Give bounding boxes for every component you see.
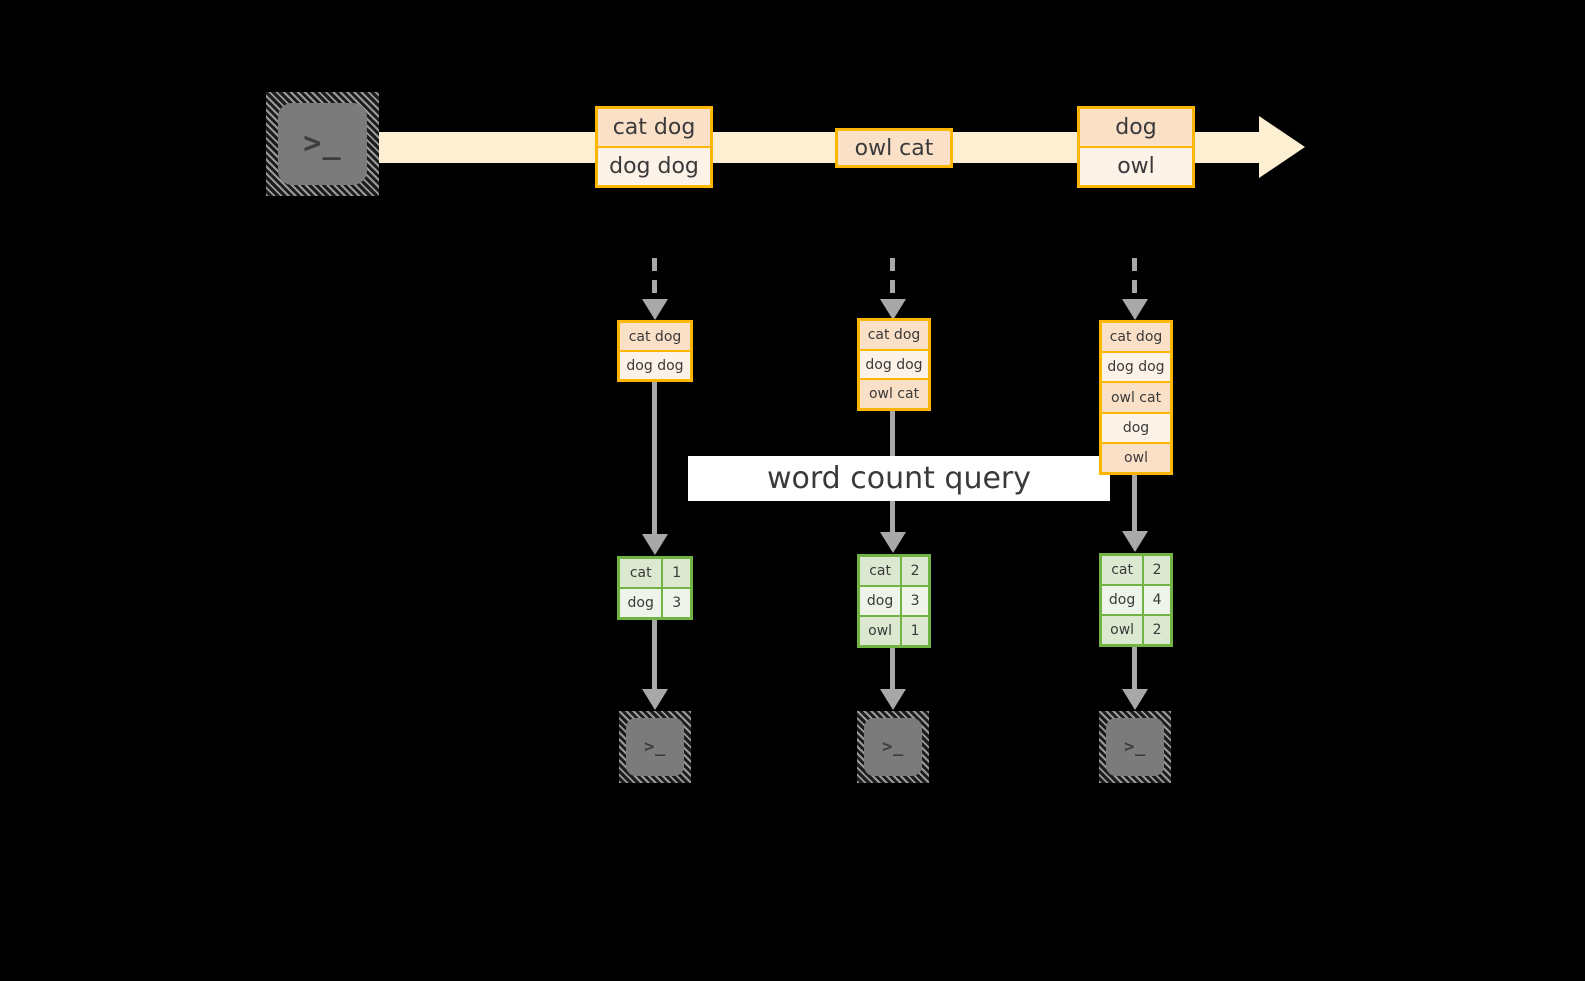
batch-1-query-arrowhead bbox=[642, 534, 668, 555]
terminal-prompt-glyph: >_ bbox=[1124, 736, 1146, 757]
batch-input-row: dog dog bbox=[1102, 353, 1170, 384]
stream-event-line: owl bbox=[1080, 148, 1192, 185]
batch-3-sink-arrowhead bbox=[1122, 689, 1148, 710]
batch-input-row: cat dog bbox=[1102, 323, 1170, 354]
batch-1-trigger-line bbox=[652, 258, 657, 302]
result-word: owl bbox=[1102, 616, 1145, 644]
batch-2-trigger-line bbox=[890, 258, 895, 302]
batch-input-row: dog dog bbox=[860, 350, 928, 381]
result-word: cat bbox=[860, 557, 903, 585]
batch-input-row: cat dog bbox=[860, 321, 928, 351]
batch-2-sink-line bbox=[890, 648, 895, 692]
batch-input-row: owl bbox=[1102, 443, 1170, 473]
batch-1-input-rows: cat dog dog dog bbox=[617, 320, 693, 382]
batch-3-sink-line bbox=[1132, 647, 1137, 692]
batch-3-result-table: cat 2 dog 4 owl 2 bbox=[1099, 553, 1173, 647]
batch-1-query-line bbox=[652, 382, 657, 537]
result-count: 2 bbox=[902, 557, 928, 585]
result-row: cat 2 bbox=[1102, 556, 1170, 586]
stream-event-line: owl cat bbox=[854, 135, 934, 161]
batch-3-trigger-line bbox=[1132, 258, 1137, 302]
batch-1-sink-terminal-icon: >_ bbox=[619, 711, 691, 783]
batch-input-row: dog dog bbox=[620, 352, 690, 379]
source-terminal-icon: >_ bbox=[266, 92, 379, 196]
result-count: 2 bbox=[1144, 556, 1170, 584]
batch-3-query-line bbox=[1132, 475, 1137, 535]
result-count: 1 bbox=[663, 559, 690, 587]
batch-1-trigger-arrowhead bbox=[642, 299, 668, 320]
stream-event-3: dog owl bbox=[1077, 106, 1195, 188]
batch-input-row: owl cat bbox=[860, 380, 928, 409]
stream-event-1: cat dog dog dog bbox=[595, 106, 713, 188]
batch-2-query-arrowhead bbox=[880, 532, 906, 553]
batch-3-sink-terminal-icon: >_ bbox=[1099, 711, 1171, 783]
stream-timeline-arrowhead bbox=[1259, 116, 1305, 178]
result-row: owl 1 bbox=[860, 617, 928, 645]
result-word: owl bbox=[860, 617, 903, 645]
batch-input-row: owl cat bbox=[1102, 383, 1170, 414]
terminal-prompt-glyph: >_ bbox=[303, 126, 342, 161]
stream-event-2: owl cat bbox=[835, 128, 953, 168]
result-word: cat bbox=[620, 559, 664, 587]
terminal-prompt-glyph: >_ bbox=[644, 736, 666, 757]
terminal-body: >_ bbox=[626, 718, 684, 776]
query-label-text: word count query bbox=[766, 461, 1032, 496]
result-word: dog bbox=[1102, 586, 1145, 614]
terminal-body: >_ bbox=[278, 103, 367, 185]
terminal-body: >_ bbox=[864, 718, 922, 776]
batch-1-sink-line bbox=[652, 620, 657, 692]
batch-1-result-table: cat 1 dog 3 bbox=[617, 556, 693, 620]
query-label-band: word count query bbox=[688, 456, 1110, 501]
terminal-prompt-glyph: >_ bbox=[882, 736, 904, 757]
batch-3-input-rows: cat dog dog dog owl cat dog owl bbox=[1099, 320, 1173, 475]
result-row: dog 3 bbox=[620, 589, 690, 617]
result-row: cat 1 bbox=[620, 559, 690, 589]
batch-1-sink-arrowhead bbox=[642, 689, 668, 710]
batch-input-row: dog bbox=[1102, 413, 1170, 444]
stream-event-line: cat dog bbox=[598, 109, 710, 148]
batch-input-row: cat dog bbox=[620, 323, 690, 352]
batch-3-trigger-arrowhead bbox=[1122, 299, 1148, 320]
stream-event-line: dog dog bbox=[598, 148, 710, 185]
result-word: cat bbox=[1102, 556, 1145, 584]
result-count: 4 bbox=[1144, 586, 1170, 614]
batch-2-result-table: cat 2 dog 3 owl 1 bbox=[857, 554, 931, 648]
result-row: dog 3 bbox=[860, 587, 928, 617]
terminal-body: >_ bbox=[1106, 718, 1164, 776]
result-row: owl 2 bbox=[1102, 616, 1170, 644]
result-count: 1 bbox=[902, 617, 928, 645]
result-word: dog bbox=[620, 589, 664, 617]
batch-2-sink-terminal-icon: >_ bbox=[857, 711, 929, 783]
batch-2-trigger-arrowhead bbox=[880, 299, 906, 320]
result-row: cat 2 bbox=[860, 557, 928, 587]
batch-3-query-arrowhead bbox=[1122, 531, 1148, 552]
batch-2-input-rows: cat dog dog dog owl cat bbox=[857, 318, 931, 411]
result-word: dog bbox=[860, 587, 903, 615]
result-row: dog 4 bbox=[1102, 586, 1170, 616]
result-count: 3 bbox=[663, 589, 690, 617]
stream-event-line: dog bbox=[1080, 109, 1192, 148]
result-count: 2 bbox=[1144, 616, 1170, 644]
batch-2-sink-arrowhead bbox=[880, 689, 906, 710]
result-count: 3 bbox=[902, 587, 928, 615]
